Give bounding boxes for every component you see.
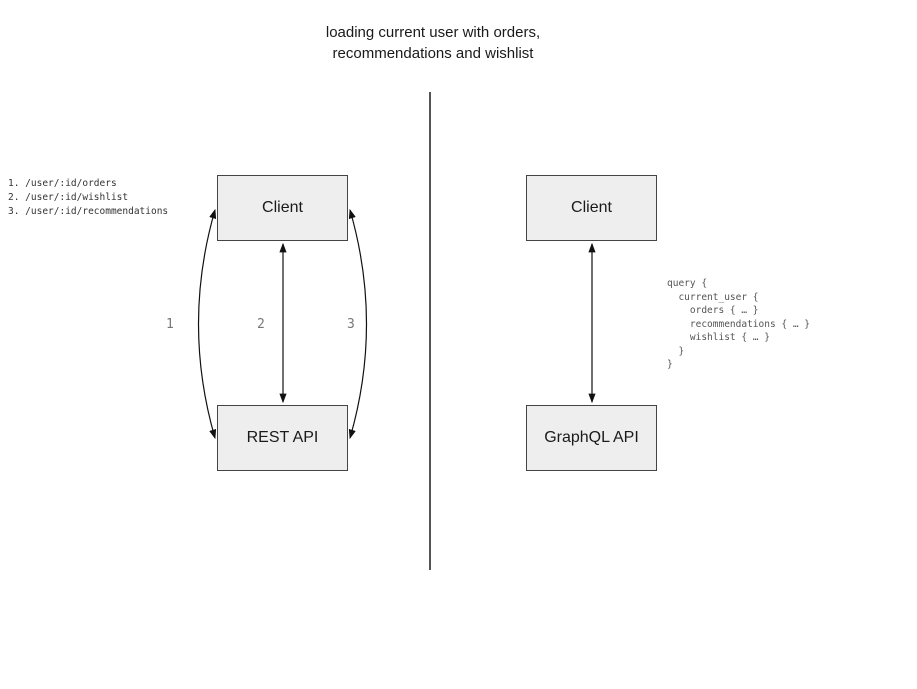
query-line: orders { … }	[667, 305, 759, 316]
client-box-left: Client	[217, 175, 348, 241]
endpoint-recommendations: 3. /user/:id/recommendations	[8, 206, 169, 217]
query-line: }	[667, 345, 685, 357]
rest-endpoint-list: 1. /user/:id/orders 2. /user/:id/wishlis…	[8, 177, 168, 219]
client-box-right: Client	[526, 175, 657, 241]
rest-api-box: REST API	[217, 405, 348, 471]
query-line: recommendations { … }	[667, 318, 810, 330]
query-line: current_user {	[667, 291, 759, 303]
client-box-right-label: Client	[571, 199, 612, 216]
endpoint-wishlist: 2. /user/:id/wishlist	[8, 192, 129, 203]
diagram-title-line1: loading current user with orders,	[325, 24, 541, 41]
arrow-label-3: 3	[347, 317, 355, 332]
arrow-label-2: 2	[257, 317, 265, 332]
arrow-1-curve	[197, 208, 217, 440]
graphql-api-box: GraphQL API	[526, 405, 657, 471]
endpoint-orders: 1. /user/:id/orders	[8, 178, 117, 189]
vertical-divider	[429, 92, 431, 570]
graphql-api-box-label: GraphQL API	[544, 429, 639, 446]
graphql-query-snippet: query { current_user { orders { … } reco…	[667, 277, 810, 372]
rest-api-box-label: REST API	[246, 429, 319, 446]
arrow-label-1: 1	[166, 317, 174, 332]
diagram-title-line2: recommendations and wishlist	[332, 45, 534, 62]
diagram-title: loading current user with orders, recomm…	[133, 22, 733, 64]
query-line: wishlist { … }	[667, 332, 770, 343]
query-line: }	[667, 359, 673, 370]
client-box-left-label: Client	[262, 199, 303, 216]
query-line: query {	[667, 278, 708, 289]
